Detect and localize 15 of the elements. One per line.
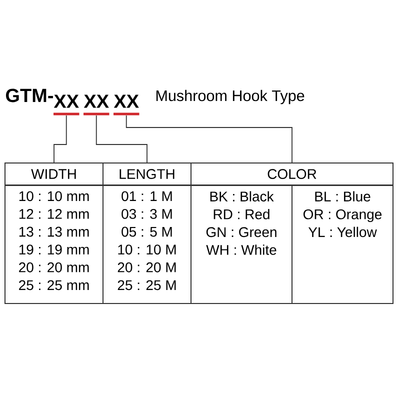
code-segment: XX bbox=[84, 94, 110, 116]
code-prefix: GTM- bbox=[6, 88, 53, 102]
product-type: Mushroom Hook Type bbox=[156, 90, 304, 104]
table-cell: 01 : 1 M 03 : 3 M 05 : 5 M 10 : 10 M 20 : 20 M 25 : 25 M bbox=[102, 185, 192, 304]
leader-line bbox=[54, 115, 67, 163]
header-cell: COLOR bbox=[190, 162, 394, 186]
header-cell: WIDTH bbox=[4, 162, 104, 186]
leader-line bbox=[126, 115, 292, 163]
table-cell: BK : Black RD : Red GN : Green WH : White bbox=[190, 185, 292, 304]
header-cell: LENGTH bbox=[102, 162, 192, 186]
table-cell: 10 : 10 mm 12 : 12 mm 13 : 13 mm 19 : 19 mm 20 : 20 mm 25 : 25 mm bbox=[4, 185, 104, 304]
table-cell: BL : Blue OR : Orange YL : Yellow bbox=[292, 185, 394, 304]
code-segment: XX bbox=[114, 94, 140, 116]
code-segment: XX bbox=[54, 94, 80, 116]
leader-line bbox=[96, 115, 148, 163]
